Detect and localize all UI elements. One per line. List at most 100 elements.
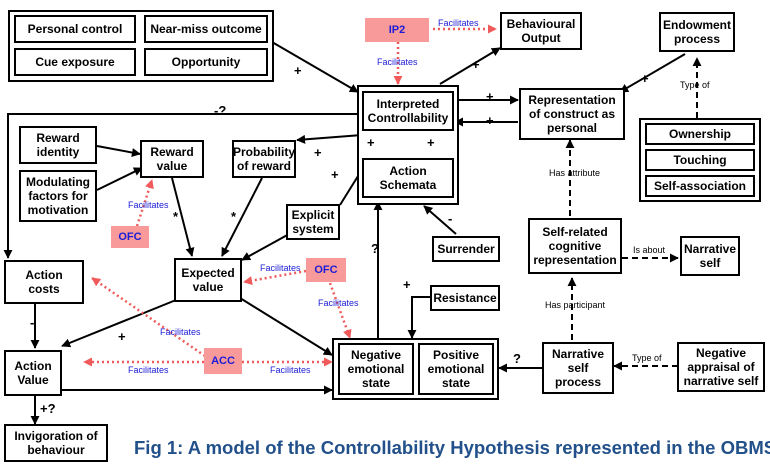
sign-reward-star: *: [173, 209, 179, 224]
near-miss-outcome-label: Near-miss outcome: [150, 22, 262, 36]
sign-invigoration: +?: [40, 401, 56, 416]
personal-control-box: Personal control: [14, 15, 136, 43]
self-association-box: Self-association: [645, 175, 755, 197]
touching-box: Touching: [645, 149, 755, 171]
sign-controllability-to-output: +: [472, 57, 480, 72]
self-related-representation-label: Self-related cognitive representation: [533, 225, 617, 267]
edge-identity-to-reward-value: [96, 145, 141, 157]
action-costs-label: Action costs: [25, 268, 63, 296]
acc-node: ACC: [204, 348, 242, 374]
action-value-label: Action Value: [14, 359, 52, 387]
ownership-box: Ownership: [645, 123, 755, 145]
resistance-label: Resistance: [433, 291, 497, 305]
ip2-label: IP2: [388, 24, 406, 36]
edge-probability-to-expected: [221, 177, 263, 257]
edge-expected-to-action-value: [61, 299, 177, 348]
action-value-box: Action Value: [4, 350, 62, 396]
behavioural-output-label: Behavioural Output: [506, 17, 576, 45]
edge-expected-to-emotional: [239, 297, 333, 356]
invigoration-box: Invigoration of behaviour: [4, 424, 108, 462]
near-miss-outcome-box: Near-miss outcome: [144, 15, 268, 43]
acc-facilitates-costs-label: Facilitates: [160, 327, 201, 337]
narrative-self-box: Narrative self: [680, 236, 740, 276]
sign-explicit-to-controllability: +: [331, 167, 339, 182]
ofc-left-label: OFC: [118, 231, 142, 243]
cue-exposure-label: Cue exposure: [35, 55, 115, 69]
modulating-factors-box: Modulating factors for motivation: [19, 170, 97, 222]
sign-costs-to-value: -: [30, 315, 35, 330]
negative-emotional-state-label: Negative emotional state: [347, 348, 405, 390]
representation-construct-box: Representation of construct as personal: [519, 88, 625, 140]
interpreted-controllability-label: Interpreted Controllability: [367, 97, 449, 125]
type-of-endowment-label: Type of: [680, 80, 710, 90]
acc-facilitates-emotional-label: Facilitates: [270, 365, 311, 375]
edge-surrender-to-controllability: [423, 205, 457, 235]
narrative-self-process-box: Narrative self process: [542, 342, 614, 394]
acc-facilitates-action-value-label: Facilitates: [128, 365, 169, 375]
endowment-process-label: Endowment process: [663, 18, 731, 46]
probability-reward-box: Probability of reward: [232, 140, 296, 178]
explicit-system-box: Explicit system: [286, 204, 340, 240]
probability-reward-label: Probability of reward: [233, 145, 296, 173]
sign-controllability-to-representation: +: [486, 89, 494, 104]
sign-representation-to-controllability: +: [486, 113, 494, 128]
sign-negative-to-controllability: ?: [371, 241, 379, 256]
sign-probability: +: [314, 145, 322, 160]
reward-value-box: Reward value: [140, 140, 204, 178]
interpreted-controllability-box: Interpreted Controllability: [362, 91, 454, 131]
negative-appraisal-label: Negative appraisal of narrative self: [683, 346, 759, 388]
sign-surrender: -: [448, 211, 453, 226]
self-association-label: Self-association: [653, 179, 747, 193]
positive-emotional-state-label: Positive emotional state: [427, 348, 485, 390]
expected-value-label: Expected value: [181, 266, 235, 294]
surrender-label: Surrender: [437, 242, 495, 256]
ip2-facilitates-controllability-label: Facilitates: [377, 57, 418, 67]
action-schemata-label: Action Schemata: [379, 164, 437, 192]
negative-emotional-state-box: Negative emotional state: [338, 343, 414, 395]
opportunity-box: Opportunity: [144, 48, 268, 76]
edge-controllability-to-action-costs: [3, 113, 362, 259]
personal-control-label: Personal control: [27, 22, 123, 36]
endowment-process-box: Endowment process: [659, 12, 735, 52]
touching-label: Touching: [673, 153, 727, 167]
edge-reward-to-expected: [171, 177, 195, 257]
modulating-factors-label: Modulating factors for motivation: [26, 175, 90, 217]
behavioural-output-box: Behavioural Output: [500, 12, 582, 50]
has-attribute-label: Has attribute: [549, 168, 601, 178]
narrative-self-label: Narrative self: [683, 242, 737, 270]
figure-caption: Fig 1: A model of the Controllability Hy…: [134, 437, 770, 458]
explicit-system-label: Explicit system: [291, 208, 335, 236]
ownership-label: Ownership: [668, 127, 731, 141]
expected-value-box: Expected value: [174, 258, 242, 302]
narrative-self-process-label: Narrative self process: [551, 347, 605, 389]
sign-resistance: +: [403, 277, 411, 292]
ofc-right-facilitates-emotional-label: Facilitates: [318, 298, 359, 308]
positive-emotional-state-box: Positive emotional state: [418, 343, 494, 395]
ofc-right-facilitates-expected-label: Facilitates: [260, 263, 301, 273]
edge-ofc-facilitates-reward-value: [135, 179, 154, 227]
is-about-label: Is about: [633, 245, 666, 255]
sign-expected-to-action-value: +: [118, 329, 126, 344]
sign-endowment-to-representation: +: [641, 71, 649, 86]
ip2-node: IP2: [365, 18, 429, 42]
reward-identity-box: Reward identity: [19, 126, 97, 164]
ofc-right-label: OFC: [314, 264, 338, 276]
edge-modulating-to-reward-value: [96, 167, 143, 191]
sign-schemata-left: +: [367, 135, 375, 150]
resistance-box: Resistance: [430, 285, 500, 311]
reward-identity-label: Reward identity: [36, 131, 80, 159]
has-participant-label: Has participant: [545, 300, 606, 310]
sign-schemata-right: +: [427, 135, 435, 150]
edge-controllability-to-output: [439, 47, 501, 85]
action-schemata-box: Action Schemata: [362, 158, 454, 198]
action-costs-box: Action costs: [4, 260, 84, 304]
negative-appraisal-box: Negative appraisal of narrative self: [677, 342, 765, 392]
surrender-box: Surrender: [432, 236, 500, 262]
edge-resistance-to-emotional: [407, 296, 430, 339]
sign-probability-star: *: [231, 209, 237, 224]
representation-construct-label: Representation of construct as personal: [528, 93, 616, 135]
self-related-representation-box: Self-related cognitive representation: [528, 218, 622, 274]
sign-group-to-controllability: +: [294, 63, 302, 78]
invigoration-label: Invigoration of behaviour: [14, 429, 98, 457]
